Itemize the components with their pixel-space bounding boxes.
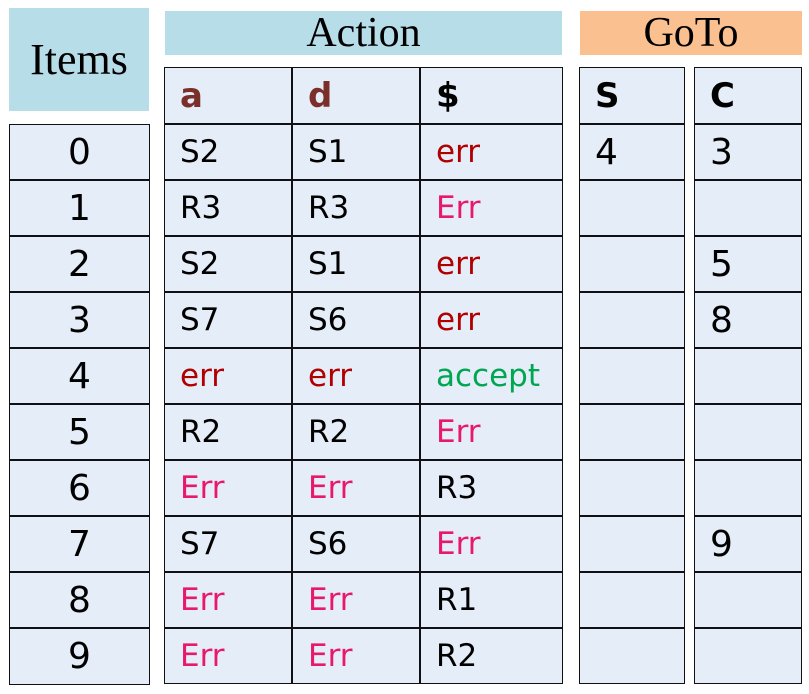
action-d-cell: S1 — [292, 236, 420, 292]
goto-s-cell — [579, 404, 685, 460]
action-d-cell: Err — [292, 572, 420, 628]
action-d-cell: R2 — [292, 404, 420, 460]
action-a-cell: S7 — [164, 292, 292, 348]
goto-c-cell: 9 — [694, 516, 802, 572]
action-header: Action — [165, 10, 562, 56]
action-dollar-cell: err — [420, 124, 563, 180]
action-a-cell: S2 — [164, 236, 292, 292]
goto-s-cell — [579, 292, 685, 348]
column-header-dollar: $ — [420, 67, 563, 124]
goto-s-cell — [579, 460, 685, 516]
action-a-cell: R3 — [164, 180, 292, 236]
action-dollar-cell: R1 — [420, 572, 563, 628]
item-cell: 3 — [9, 292, 150, 348]
item-cell: 0 — [9, 124, 150, 180]
goto-c-cell: 3 — [694, 124, 802, 180]
goto-s-cell — [579, 180, 685, 236]
action-a-cell: Err — [164, 460, 292, 516]
goto-s-cell — [579, 516, 685, 572]
action-d-cell: S6 — [292, 516, 420, 572]
column-header-c: C — [694, 67, 802, 124]
goto-c-cell — [694, 180, 802, 236]
goto-s-cell — [579, 628, 685, 684]
goto-c-cell — [694, 404, 802, 460]
goto-c-cell: 8 — [694, 292, 802, 348]
items-header: Items — [9, 8, 149, 111]
item-cell: 6 — [9, 460, 150, 516]
action-a-cell: Err — [164, 572, 292, 628]
action-a-cell: Err — [164, 628, 292, 684]
column-header-s: S — [579, 67, 685, 124]
goto-c-cell — [694, 348, 802, 404]
goto-c-cell — [694, 572, 802, 628]
item-cell: 1 — [9, 180, 150, 236]
action-a-cell: err — [164, 348, 292, 404]
action-d-cell: err — [292, 348, 420, 404]
action-dollar-cell: Err — [420, 516, 563, 572]
action-dollar-cell: Err — [420, 404, 563, 460]
action-a-cell: R2 — [164, 404, 292, 460]
action-d-cell: S6 — [292, 292, 420, 348]
item-cell: 4 — [9, 348, 150, 404]
goto-s-cell — [579, 348, 685, 404]
goto-c-cell: 5 — [694, 236, 802, 292]
action-d-cell: Err — [292, 628, 420, 684]
action-dollar-cell: err — [420, 236, 563, 292]
action-d-cell: R3 — [292, 180, 420, 236]
item-cell: 8 — [9, 572, 150, 628]
action-dollar-cell: accept — [420, 348, 563, 404]
goto-header: GoTo — [580, 10, 802, 56]
item-cell: 2 — [9, 236, 150, 292]
item-cell: 7 — [9, 516, 150, 572]
goto-s-cell — [579, 236, 685, 292]
action-dollar-cell: Err — [420, 180, 563, 236]
action-dollar-cell: R3 — [420, 460, 563, 516]
action-a-cell: S2 — [164, 124, 292, 180]
action-a-cell: S7 — [164, 516, 292, 572]
goto-c-cell — [694, 628, 802, 684]
action-dollar-cell: R2 — [420, 628, 563, 684]
goto-s-cell — [579, 572, 685, 628]
action-dollar-cell: err — [420, 292, 563, 348]
column-header-d: d — [292, 67, 420, 124]
item-cell: 5 — [9, 404, 150, 460]
action-d-cell: Err — [292, 460, 420, 516]
action-d-cell: S1 — [292, 124, 420, 180]
goto-c-cell — [694, 460, 802, 516]
column-header-a: a — [164, 67, 292, 124]
item-cell: 9 — [9, 628, 150, 685]
goto-s-cell: 4 — [579, 124, 685, 180]
